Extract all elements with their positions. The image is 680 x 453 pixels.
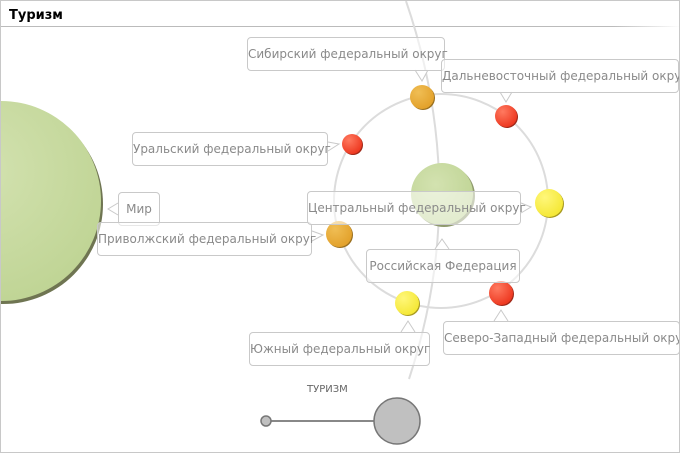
- bubble-world[interactable]: [1, 101, 103, 304]
- label-pointers: [107, 69, 533, 333]
- label-far-east: Дальневосточный федеральный округ: [441, 59, 679, 93]
- label-world: Мир: [118, 192, 160, 226]
- bubble-far-east[interactable]: [495, 105, 518, 128]
- legend-max-circle: [373, 397, 421, 445]
- label-north-west: Северо-Западный федеральный округ: [443, 321, 679, 355]
- label-south: Южный федеральный округ: [249, 332, 430, 366]
- label-siberian: Сибирский федеральный округ: [247, 37, 448, 71]
- title-divider: [1, 26, 679, 27]
- label-central: Центральный федеральный округ: [307, 191, 526, 225]
- size-legend: [260, 397, 421, 445]
- bubble-north-west[interactable]: [489, 281, 514, 306]
- bubble-volga[interactable]: [326, 221, 353, 248]
- legend-title: ТУРИЗМ: [307, 384, 348, 395]
- label-ural: Уральский федеральный округ: [132, 132, 331, 166]
- label-volga: Приволжский федеральный округ: [97, 222, 316, 256]
- legend-min-circle: [260, 415, 272, 427]
- bubble-central[interactable]: [535, 189, 564, 218]
- panel-title: Туризм: [9, 8, 63, 23]
- bubble-siberian[interactable]: [410, 85, 435, 110]
- label-russia: Российская Федерация: [366, 249, 520, 283]
- bubble-ural[interactable]: [342, 134, 363, 155]
- bubble-south[interactable]: [395, 291, 420, 316]
